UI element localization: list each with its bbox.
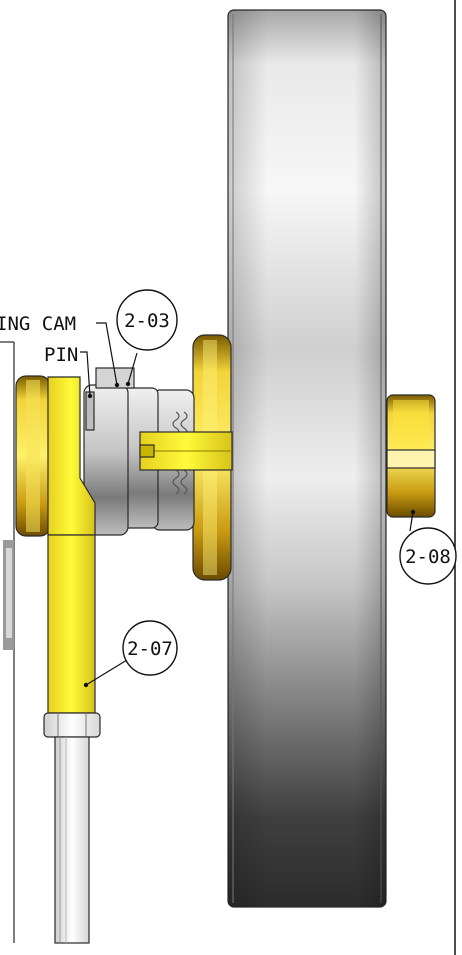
lever-arm xyxy=(47,376,96,714)
leader-lines xyxy=(80,322,414,686)
leader-dots xyxy=(83,381,416,688)
callout-2-07: 2-07 xyxy=(122,620,178,676)
cam-assembly xyxy=(83,367,195,536)
left-plate xyxy=(0,341,15,943)
callout-2-08: 2-08 xyxy=(399,527,457,585)
left-bushing xyxy=(15,375,51,537)
callout-2-03: 2-03 xyxy=(116,289,178,351)
hex-nut xyxy=(43,712,101,738)
right-bushing xyxy=(386,394,436,518)
callout-2-08-text: 2-08 xyxy=(405,546,451,568)
pin-label: PIN xyxy=(44,344,78,366)
callout-2-03-text: 2-03 xyxy=(124,310,170,332)
shaft xyxy=(139,431,233,471)
main-wheel xyxy=(227,9,387,908)
spring-cam-label: ING CAM xyxy=(0,313,76,335)
rod xyxy=(54,736,90,944)
callout-2-07-text: 2-07 xyxy=(127,638,173,660)
